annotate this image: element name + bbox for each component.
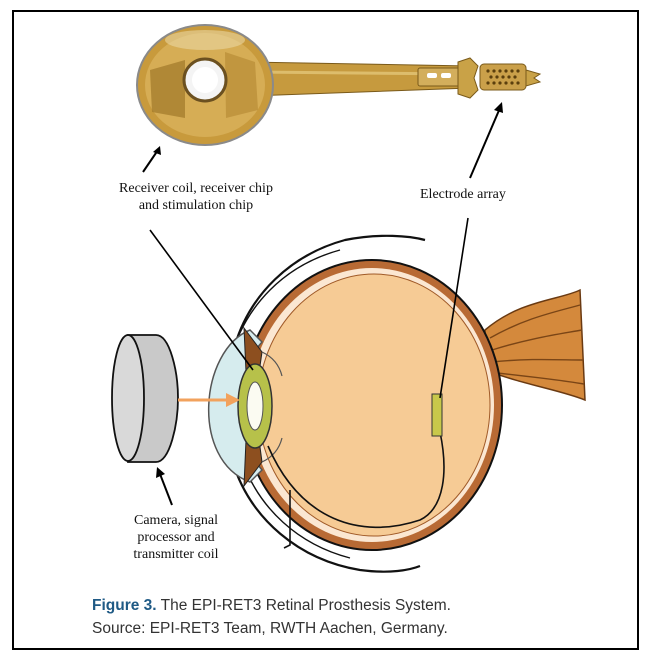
receiver-label-line-1: Receiver coil, receiver chip xyxy=(96,180,296,197)
figure-caption: Figure 3. The EPI-RET3 Retinal Prosthesi… xyxy=(92,594,632,640)
camera-label: Camera, signal processor and transmitter… xyxy=(116,512,236,563)
figure-number: Figure 3. xyxy=(92,597,157,614)
electrode-pointer-arrow xyxy=(470,108,500,178)
caption-source: Source: EPI-RET3 Team, RWTH Aachen, Germ… xyxy=(92,617,632,640)
caption-line-1: Figure 3. The EPI-RET3 Retinal Prosthesi… xyxy=(92,594,632,617)
camera-label-line-1: Camera, signal xyxy=(116,512,236,529)
implant-device xyxy=(137,25,540,145)
electrode-array xyxy=(432,394,442,436)
vitreous-body xyxy=(258,274,490,536)
implant-connector xyxy=(418,68,460,86)
camera-pointer-arrow xyxy=(160,474,172,505)
receiver-pointer-arrow xyxy=(143,150,158,172)
camera-device xyxy=(112,335,178,462)
camera-label-line-2: processor and xyxy=(116,529,236,546)
camera-face xyxy=(112,335,144,461)
receiver-label: Receiver coil, receiver chip and stimula… xyxy=(96,180,296,214)
electrode-label: Electrode array xyxy=(420,186,506,203)
caption-title: The EPI-RET3 Retinal Prosthesis System. xyxy=(161,597,451,614)
eye-cross-section xyxy=(209,236,585,572)
camera-label-line-3: transmitter coil xyxy=(116,546,236,563)
receiver-label-line-2: and stimulation chip xyxy=(96,197,296,214)
